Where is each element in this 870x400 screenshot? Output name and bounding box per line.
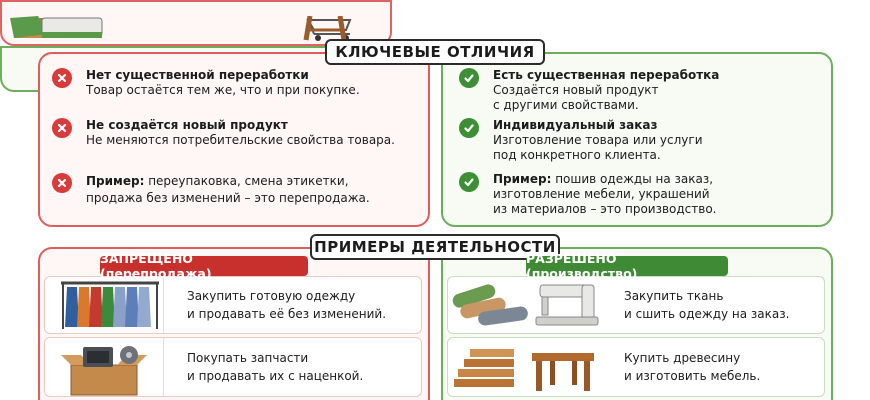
row-divider xyxy=(163,338,164,396)
difference-item-processing: Есть существенная переработка Создаётся … xyxy=(459,68,719,113)
item-first-line: пошив одежды на заказ, xyxy=(551,172,714,186)
item-title: Не создаётся новый продукт xyxy=(86,118,288,132)
clothes-rack-icon xyxy=(55,279,165,331)
item-line: Создаётся новый продукт xyxy=(493,83,659,97)
example-row-clothes: Закупить готовую одежду и продавать её б… xyxy=(44,276,422,334)
example-line: Покупать запчасти xyxy=(187,351,309,365)
spare-parts-box-icon xyxy=(55,341,165,396)
lumber-table-icon xyxy=(450,341,600,393)
item-line: изготовление мебели, украшений xyxy=(493,187,710,201)
example-line: Купить древесину xyxy=(624,351,741,365)
cross-icon xyxy=(52,173,72,193)
example-line: и продавать их с наценкой. xyxy=(187,369,364,383)
example-line: и продавать её без изменений. xyxy=(187,307,387,321)
item-line: Не меняются потребительские свойства тов… xyxy=(86,133,395,147)
fabric-rolls-sewing-machine-icon xyxy=(450,279,600,331)
example-line: Закупить готовую одежду xyxy=(187,289,356,303)
item-line: под конкретного клиента. xyxy=(493,148,661,162)
item-title: Пример: xyxy=(493,172,552,186)
item-title: Индивидуальный заказ xyxy=(493,118,658,132)
differences-forbidden-panel xyxy=(38,52,430,227)
check-icon xyxy=(459,118,479,138)
item-title: Пример: xyxy=(86,174,145,188)
cross-icon xyxy=(52,118,72,138)
difference-item-no-new-product: Не создаётся новый продукт Не меняются п… xyxy=(52,118,395,148)
example-row-spare-parts: Покупать запчасти и продавать их с нацен… xyxy=(44,337,422,397)
difference-item-production-example: Пример: пошив одежды на заказ, изготовле… xyxy=(459,172,717,217)
check-icon xyxy=(459,172,479,192)
item-line: из материалов – это производство. xyxy=(493,202,717,216)
item-title: Есть существенная переработка xyxy=(493,68,720,82)
item-line: Изготовление товара или услуги xyxy=(493,133,703,147)
allowed-label: РАЗРЕШЕНО (производство) xyxy=(526,251,728,281)
difference-item-resale-example: Пример: переупаковка, смена этикетки, пр… xyxy=(52,173,370,207)
key-differences-title: КЛЮЧЕВЫЕ ОТЛИЧИЯ xyxy=(325,39,545,65)
example-line: и изготовить мебель. xyxy=(624,369,761,383)
forbidden-label: ЗАПРЕЩЕНО (перепродажа) xyxy=(100,251,308,281)
example-row-furniture: Купить древесину и изготовить мебель. xyxy=(447,337,825,397)
example-row-sewing: Закупить ткань и сшить одежду на заказ. xyxy=(447,276,825,334)
example-line: и сшить одежду на заказ. xyxy=(624,307,790,321)
item-first-line: переупаковка, смена этикетки, xyxy=(144,174,349,188)
examples-title: ПРИМЕРЫ ДЕЯТЕЛЬНОСТИ xyxy=(310,234,560,260)
item-title: Нет существенной переработки xyxy=(86,68,309,82)
difference-item-custom-order: Индивидуальный заказ Изготовление товара… xyxy=(459,118,703,163)
check-icon xyxy=(459,68,479,88)
item-line: продажа без изменений – это перепродажа. xyxy=(86,191,370,205)
cross-icon xyxy=(52,68,72,88)
item-line: с другими свойствами. xyxy=(493,98,639,112)
differences-allowed-panel xyxy=(441,52,833,227)
example-line: Закупить ткань xyxy=(624,289,724,303)
difference-item-no-processing: Нет существенной переработки Товар остаё… xyxy=(52,68,360,98)
row-divider xyxy=(163,277,164,333)
item-line: Товар остаётся тем же, что и при покупке… xyxy=(86,83,360,97)
